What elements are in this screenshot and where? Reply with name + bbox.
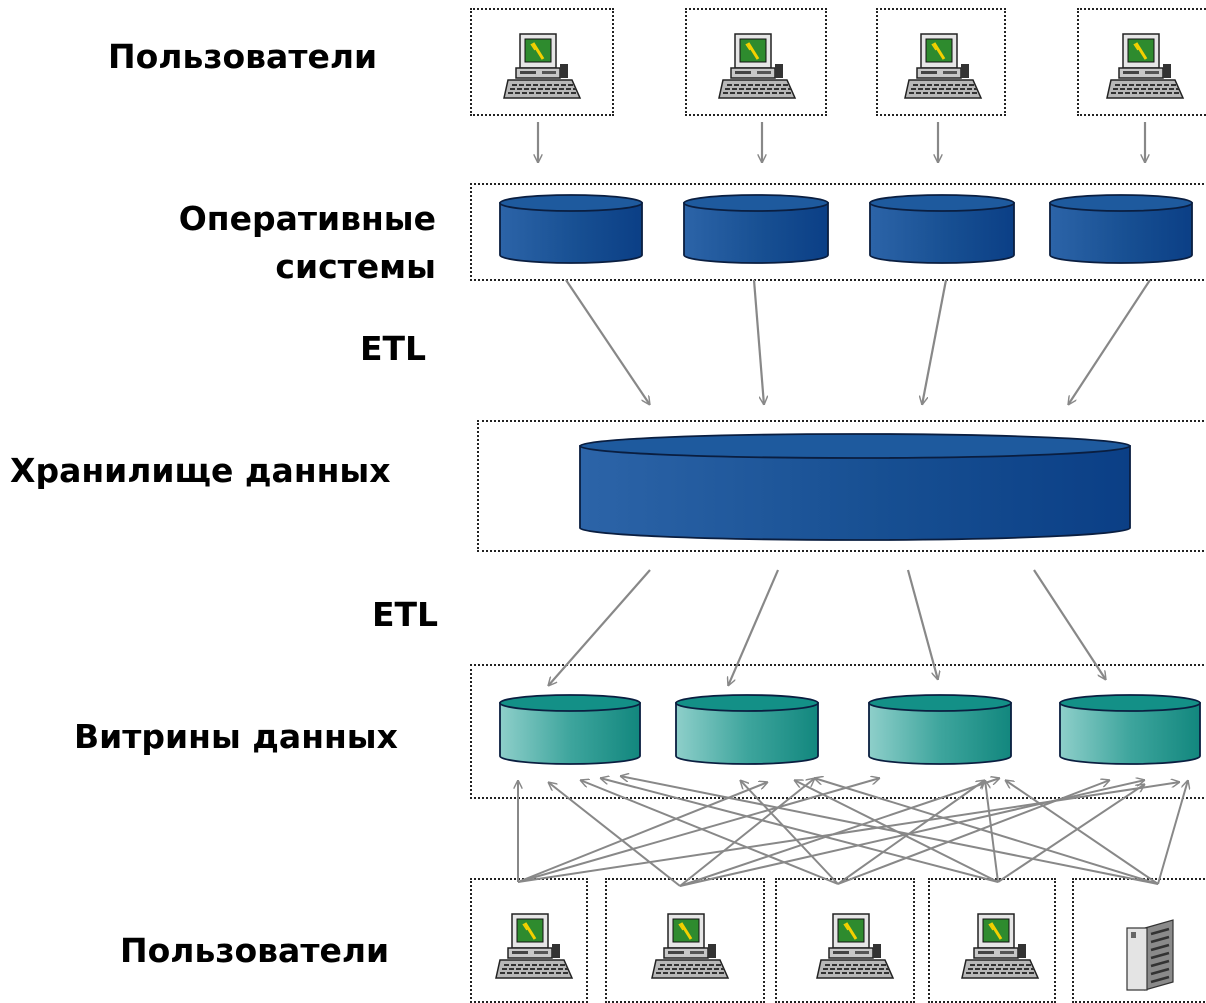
data-mart-db-4 [1059,694,1201,765]
arrow [922,279,948,405]
computer-icon [650,912,730,980]
arrow [740,780,839,885]
arrow [752,279,764,405]
etl-bottom-label: ETL [372,595,439,634]
warehouse-label: Хранилище данных [10,451,391,490]
computer-icon [903,32,983,100]
arrow [837,780,985,885]
server-icon [1125,918,1175,992]
users-bottom-label: Пользователи [120,931,390,970]
computer-icon [1105,32,1185,100]
computer-icon [494,912,574,980]
arrow [837,780,1110,885]
arrow [679,778,815,887]
arrow [728,569,780,686]
operational-db-4 [1049,194,1193,264]
data-mart-db-2 [675,694,819,765]
arrow [679,778,1000,887]
etl-top-label: ETL [360,329,427,368]
arrow [1033,569,1107,680]
top-user-box-3 [876,8,1006,116]
arrow [620,776,1159,885]
operational-db-3 [869,194,1015,264]
arrow [517,778,880,883]
operational-systems-label: Оперативные системы [140,200,436,286]
operational-db-2 [683,194,829,264]
arrow [997,784,1145,883]
top-user-box-1 [470,8,614,116]
computer-icon [960,912,1040,980]
data-marts-label: Витрины данных [74,717,398,756]
computer-icon [815,912,895,980]
data-marts-box [470,664,1206,799]
arrow [565,279,651,405]
warehouse-box [477,420,1206,552]
arrow [814,778,1159,885]
arrow [1005,780,1159,885]
arrow [517,782,1180,883]
operational-label-line2: системы [275,247,436,286]
operational-label-line1: Оперативные [178,199,436,238]
computer-icon [502,32,582,100]
warehouse-db [579,433,1131,541]
arrow [600,778,999,883]
arrow [985,780,999,883]
top-user-box-2 [685,8,827,116]
arrow [679,780,1145,887]
data-mart-db-3 [868,694,1012,765]
operational-systems-box [470,183,1206,281]
users-top-label: Пользователи [108,37,378,76]
top-user-box-4 [1077,8,1206,116]
arrow [580,780,839,885]
arrow [1157,780,1188,885]
arrow [517,782,768,883]
arrow [906,569,938,680]
arrow [548,782,681,887]
operational-db-1 [499,194,643,264]
computer-icon [717,32,797,100]
arrow [548,569,651,686]
arrow [1067,279,1151,405]
data-mart-db-1 [499,694,641,765]
